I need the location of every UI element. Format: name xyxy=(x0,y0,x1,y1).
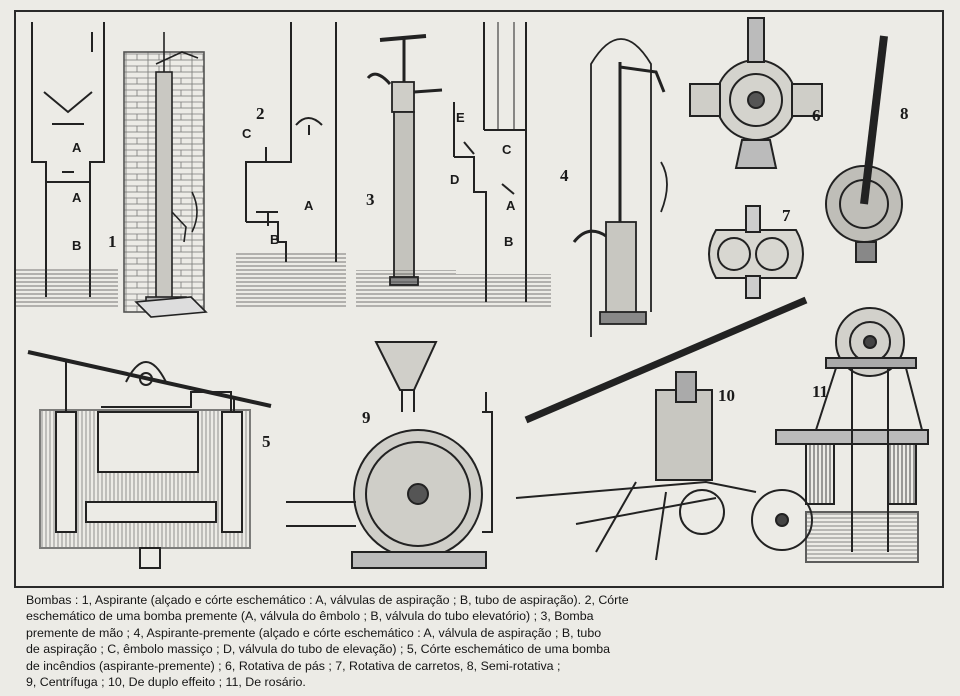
fig2-letter-b: B xyxy=(270,232,280,247)
fig2-letter-c: C xyxy=(242,126,252,141)
fig2-schematic xyxy=(245,22,337,262)
figure-caption: Bombas : 1, Aspirante (alçado e córte es… xyxy=(26,592,940,692)
fig4-pump xyxy=(572,38,668,337)
fig4-letter-e: E xyxy=(456,110,465,125)
caption-line: de incêndios (aspirante-premente) ; 6, R… xyxy=(26,658,561,673)
fig1-schematic xyxy=(31,22,105,297)
figure-number-2: 2 xyxy=(256,104,265,123)
pumps-engraving xyxy=(16,17,929,569)
figure-number-4: 4 xyxy=(560,166,569,185)
figure-number-10: 10 xyxy=(718,386,735,405)
illustration-plate: 1 2 3 4 5 6 7 8 9 10 11 A A B C A B E C … xyxy=(14,10,944,588)
fig2-letter-a: A xyxy=(304,198,314,213)
fig11-chain-pump xyxy=(775,307,929,563)
fig1-letter-a-lower: A xyxy=(72,190,82,205)
caption-line: 9, Centrífuga ; 10, De duplo effeito ; 1… xyxy=(26,675,306,690)
figure-number-6: 6 xyxy=(812,106,821,125)
caption-line: eschemático de uma bomba premente (A, vá… xyxy=(26,609,594,624)
fig10-double-action xyxy=(515,296,813,561)
fig3-water xyxy=(356,270,456,308)
figure-number-11: 11 xyxy=(812,382,829,401)
figure-number-5: 5 xyxy=(262,432,271,451)
caption-line: premente de mão ; 4, Aspirante-premente … xyxy=(26,625,602,640)
figure-number-1: 1 xyxy=(108,232,117,251)
figure-number-3: 3 xyxy=(366,190,375,209)
caption-line: Bombas : 1, Aspirante (alçado e córte es… xyxy=(26,593,629,607)
fig2-water xyxy=(236,252,346,307)
fig8-semi-rotary xyxy=(825,35,903,263)
fig4-letter-d: D xyxy=(450,172,460,187)
fig9-centrifugal xyxy=(286,341,493,569)
figure-number-9: 9 xyxy=(362,408,371,427)
fig4-water xyxy=(456,274,551,308)
figure-number-8: 8 xyxy=(900,104,909,123)
fig4-letter-a: A xyxy=(506,198,516,213)
figure-number-7: 7 xyxy=(782,206,791,225)
fig5-fire-pump xyxy=(27,350,272,569)
fig6-vane-pump xyxy=(689,17,823,169)
fig4-letter-c: C xyxy=(502,142,512,157)
fig4-letter-b: B xyxy=(504,234,514,249)
fig3-hand-pump xyxy=(366,34,443,286)
fig1-wall-pump xyxy=(123,32,208,318)
fig1-letter-a-upper: A xyxy=(72,140,82,155)
caption-line: de aspiração ; C, êmbolo massiço ; D, vá… xyxy=(26,642,611,657)
fig1-water xyxy=(16,267,118,307)
fig4-schematic xyxy=(453,22,527,302)
fig1-letter-b: B xyxy=(72,238,82,253)
fig7-gear-pump xyxy=(708,205,804,299)
